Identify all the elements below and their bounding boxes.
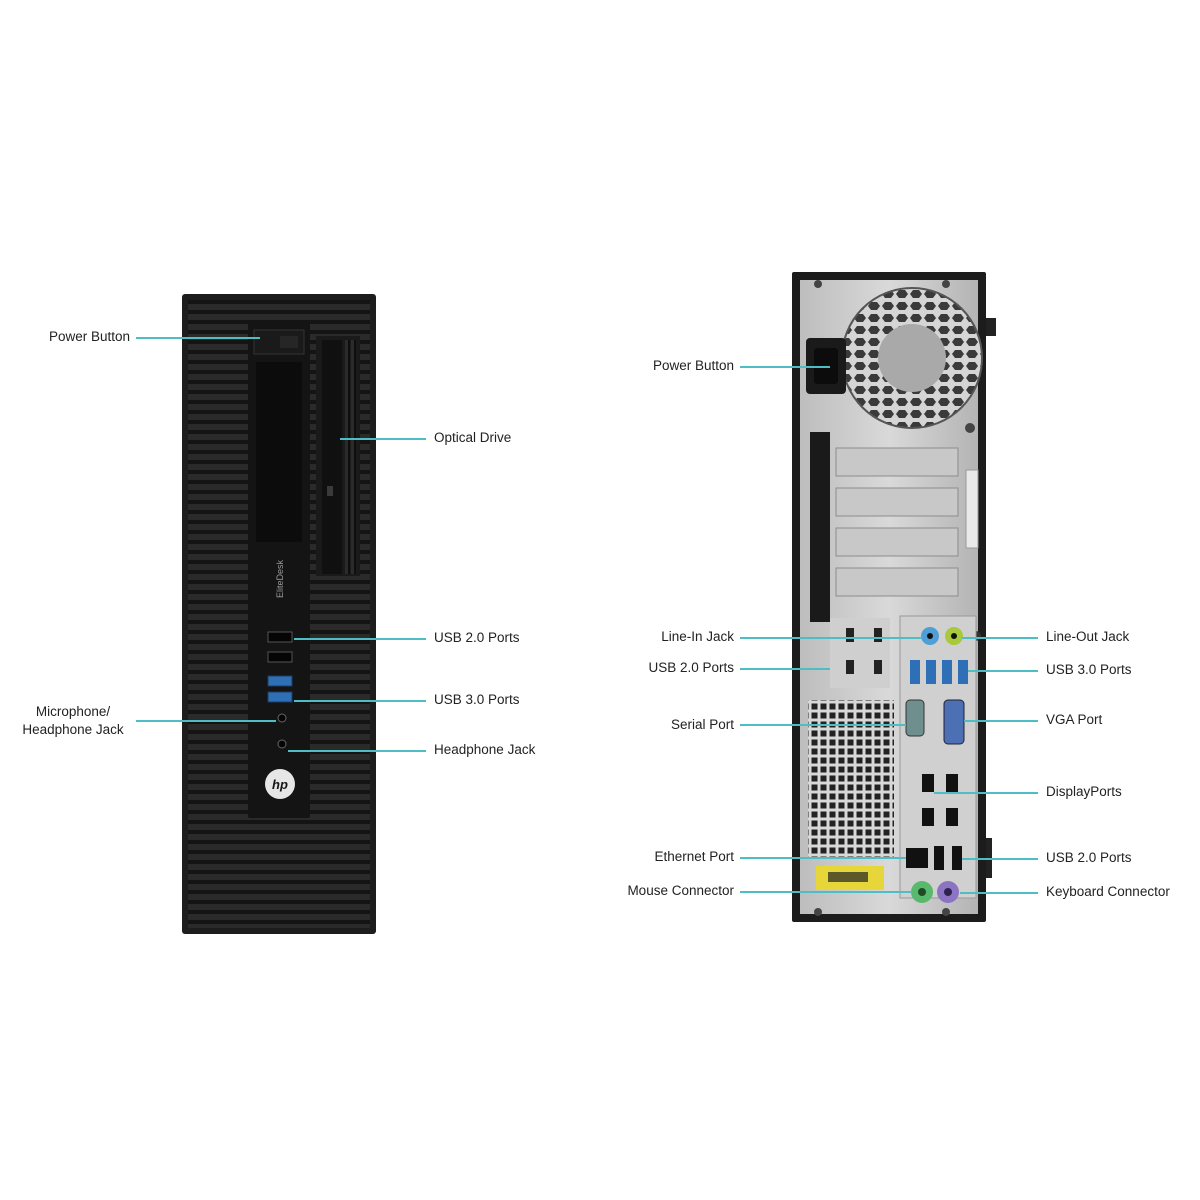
leader-front-usb3 bbox=[294, 700, 426, 702]
label-rear-serial-port: Serial Port bbox=[670, 717, 734, 732]
leader-rear-serial bbox=[740, 724, 906, 726]
leader-rear-usb3 bbox=[968, 670, 1038, 672]
label-rear-usb2-ports-right: USB 2.0 Ports bbox=[1046, 850, 1132, 865]
label-rear-usb2-ports-left: USB 2.0 Ports bbox=[648, 660, 734, 675]
label-rear-line-in: Line-In Jack bbox=[661, 629, 734, 644]
label-rear-usb3-ports: USB 3.0 Ports bbox=[1046, 662, 1132, 677]
leader-rear-vga bbox=[964, 720, 1038, 722]
label-front-power-button: Power Button bbox=[48, 329, 130, 344]
leader-rear-ethernet bbox=[740, 857, 906, 859]
rear-case bbox=[792, 272, 996, 922]
label-rear-mouse-connector: Mouse Connector bbox=[627, 883, 734, 898]
svg-text:hp: hp bbox=[272, 777, 288, 792]
model-text: EliteDesk bbox=[275, 559, 285, 598]
leader-rear-keyboard bbox=[960, 892, 1038, 894]
leader-rear-power-button bbox=[740, 366, 830, 368]
leader-rear-mouse bbox=[740, 891, 912, 893]
label-rear-vga-port: VGA Port bbox=[1046, 712, 1103, 727]
leader-front-power-button bbox=[136, 337, 260, 339]
label-front-optical-drive: Optical Drive bbox=[434, 430, 512, 445]
label-front-headphone-jack: Headphone Jack bbox=[434, 742, 536, 757]
leader-front-mic bbox=[136, 720, 276, 722]
leader-front-usb2 bbox=[294, 638, 426, 640]
label-front-usb3-ports: USB 3.0 Ports bbox=[434, 692, 520, 707]
leader-rear-displayports bbox=[934, 792, 1038, 794]
label-rear-ethernet-port: Ethernet Port bbox=[654, 849, 734, 864]
leader-rear-usb2-right bbox=[962, 858, 1038, 860]
label-rear-power-button: Power Button bbox=[652, 358, 734, 373]
leader-rear-line-out bbox=[962, 637, 1038, 639]
front-case: EliteDesk hp bbox=[182, 294, 376, 934]
leader-front-headphone bbox=[288, 750, 426, 752]
label-front-mic-headphone: Microphone/ Headphone Jack bbox=[22, 704, 124, 737]
leader-rear-usb2-left bbox=[740, 668, 830, 670]
leader-front-optical-drive bbox=[340, 438, 426, 440]
label-front-usb2-ports: USB 2.0 Ports bbox=[434, 630, 520, 645]
label-rear-line-out: Line-Out Jack bbox=[1046, 629, 1130, 644]
label-rear-displayports: DisplayPorts bbox=[1046, 784, 1122, 799]
leader-rear-line-in bbox=[740, 637, 922, 639]
label-rear-keyboard-connector: Keyboard Connector bbox=[1046, 884, 1170, 899]
